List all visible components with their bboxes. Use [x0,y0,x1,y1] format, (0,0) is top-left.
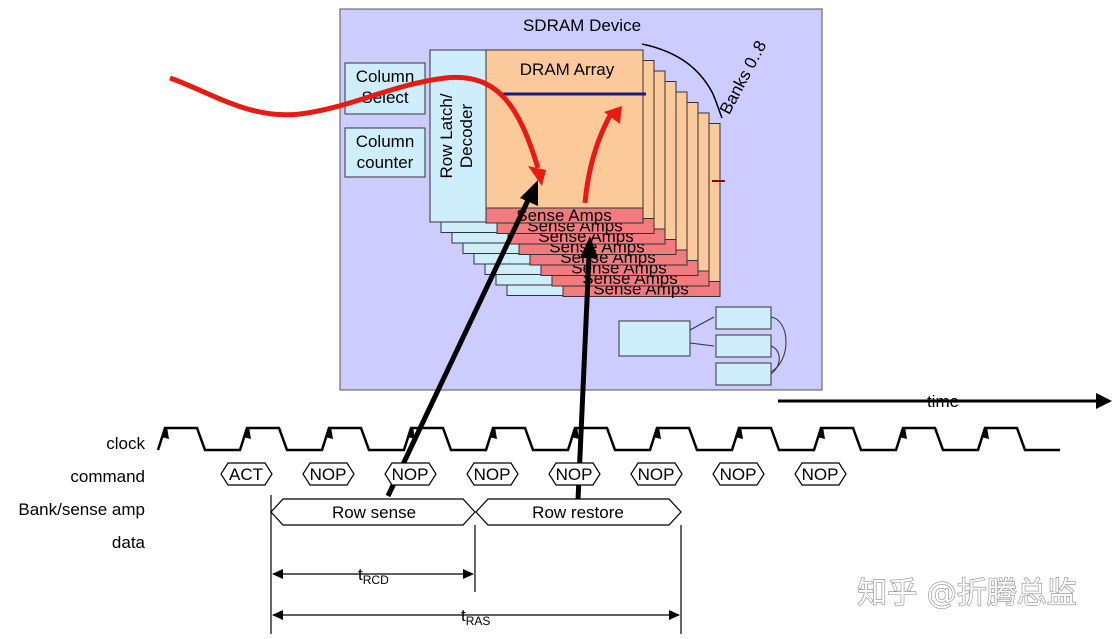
sense-amps-front-label: Sense Amps [516,206,611,225]
command-nop-6: NOP [712,462,765,486]
column-select-label-line2: Select [361,88,409,107]
dram-array-box [485,49,644,209]
svg-text:NOP: NOP [474,465,511,484]
sdram-device-title: SDRAM Device [523,16,641,35]
trcd-label: tRCD [358,565,389,587]
row-label-clock: clock [106,434,145,453]
command-act: ACT [220,462,273,486]
command-nop-2: NOP [384,462,437,486]
control-box-1 [715,306,772,330]
row-label-data: data [112,533,146,552]
control-box-3 [715,362,772,386]
column-select-box [344,62,426,115]
clock-waveform [156,426,1060,452]
row-label-bank-sense-amp: Bank/sense amp [18,500,145,519]
banks-brace [641,43,723,119]
column-select-label-line1: Column [356,67,415,86]
control-connectors [689,316,787,375]
dram-array-label: DRAM Array [520,60,615,79]
clock-edge-arrows [161,427,989,439]
control-box-left [618,320,691,357]
red-data-path [169,74,622,204]
time-label: time [927,392,959,411]
svg-text:NOP: NOP [310,465,347,484]
svg-text:NOP: NOP [556,465,593,484]
command-nop-4: NOP [548,462,601,486]
svg-text:NOP: NOP [720,465,757,484]
svg-text:NOP: NOP [392,465,429,484]
svg-text:NOP: NOP [638,465,675,484]
column-counter-label-line2: counter [357,153,414,172]
tras-label: tRAS [461,606,490,628]
phase-row-restore: Row restore [475,498,682,526]
row-latch-label-line2: Decoder [457,104,476,169]
interval-markers [270,495,682,634]
interval-arrowheads [272,569,680,620]
svg-text:Row sense: Row sense [332,503,416,522]
command-nop-7: NOP [794,462,847,486]
svg-text:Row restore: Row restore [532,503,624,522]
row-latch-label-line1: Row Latch/ [437,93,456,178]
command-nop-1: NOP [302,462,355,486]
black-arrows [385,180,598,501]
time-arrow-head [1096,393,1112,409]
column-counter-label-line1: Column [356,132,415,151]
column-counter-box [344,127,426,178]
watermark: 知乎 @折腾总监 [857,576,1077,611]
command-nop-3: NOP [466,462,519,486]
control-box-2 [715,334,772,358]
svg-text:NOP: NOP [802,465,839,484]
svg-text:ACT: ACT [229,465,263,484]
row-label-command: command [70,467,145,486]
command-nop-5: NOP [630,462,683,486]
phase-row-sense: Row sense [270,498,476,526]
